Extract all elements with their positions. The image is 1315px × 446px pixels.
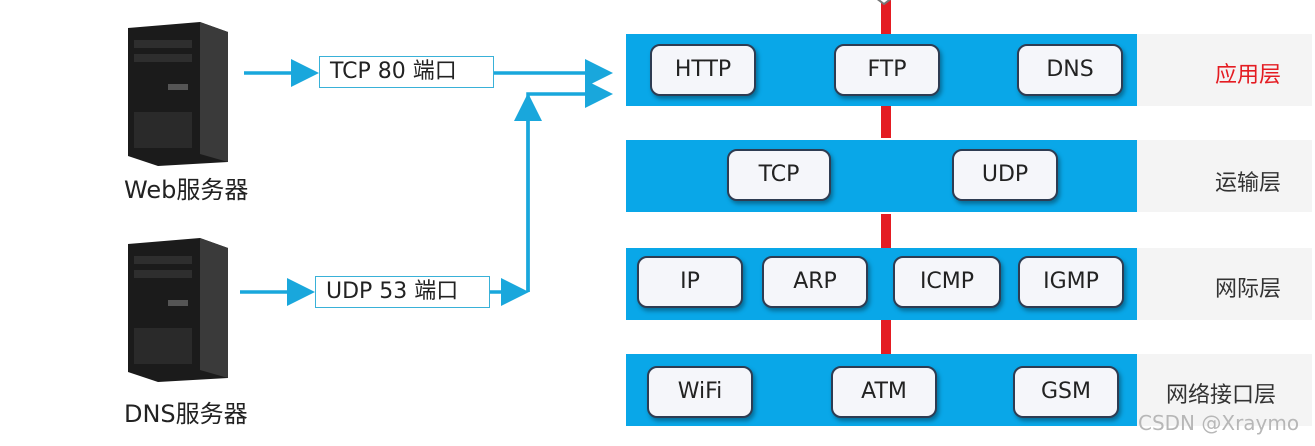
protocol-tcp: TCP bbox=[727, 149, 831, 201]
watermark: CSDN @Xraymo bbox=[1138, 411, 1300, 435]
transport-layer-bar bbox=[626, 140, 1137, 212]
protocol-gsm: GSM bbox=[1013, 366, 1119, 418]
protocol-icmp: ICMP bbox=[893, 256, 1001, 308]
network-interface-layer-label-bg bbox=[1137, 354, 1312, 426]
web-server-label: Web服务器 bbox=[124, 176, 249, 204]
internet-layer-label-bg bbox=[1137, 248, 1312, 320]
application-layer-label-bg bbox=[1137, 34, 1312, 106]
tcp-port-box: TCP 80 端口 bbox=[319, 56, 494, 88]
transport-layer-name: 运输层 bbox=[1215, 171, 1282, 196]
dns-server-icon bbox=[128, 238, 230, 386]
internet-layer-name: 网际层 bbox=[1215, 277, 1282, 302]
layer-link-3 bbox=[881, 320, 891, 354]
web-server-icon bbox=[128, 22, 230, 170]
protocol-igmp: IGMP bbox=[1018, 256, 1124, 308]
protocol-wifi: WiFi bbox=[647, 366, 753, 418]
protocol-arp: ARP bbox=[762, 256, 868, 308]
protocol-http: HTTP bbox=[650, 44, 756, 96]
application-layer-name: 应用层 bbox=[1215, 63, 1282, 88]
top-node-icon bbox=[866, 0, 902, 8]
protocol-dns: DNS bbox=[1017, 44, 1123, 96]
network-interface-layer-name: 网络接口层 bbox=[1166, 383, 1277, 408]
dns-server-label: DNS服务器 bbox=[124, 400, 248, 428]
layer-link-2 bbox=[881, 214, 891, 248]
transport-layer-label-bg bbox=[1137, 140, 1312, 212]
protocol-atm: ATM bbox=[831, 366, 937, 418]
protocol-ftp: FTP bbox=[834, 44, 940, 96]
protocol-udp: UDP bbox=[952, 149, 1058, 201]
protocol-ip: IP bbox=[637, 256, 743, 308]
layer-link-1 bbox=[881, 106, 891, 138]
udp-port-box: UDP 53 端口 bbox=[315, 276, 490, 308]
layer-link-top bbox=[881, 0, 891, 34]
